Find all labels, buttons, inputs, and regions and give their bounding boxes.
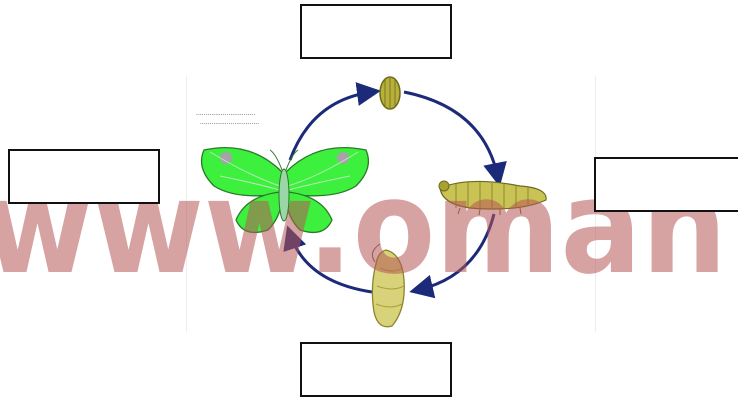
answer-box-left[interactable] [8, 149, 160, 204]
answer-box-right[interactable] [594, 157, 738, 212]
caption-line-2: ............................... [200, 119, 259, 126]
caption-line-1: ............................... [196, 110, 255, 117]
caption: ............................... ........… [196, 110, 259, 126]
answer-box-bottom[interactable] [300, 342, 452, 397]
egg-icon [380, 77, 400, 109]
answer-box-top[interactable] [300, 4, 452, 59]
